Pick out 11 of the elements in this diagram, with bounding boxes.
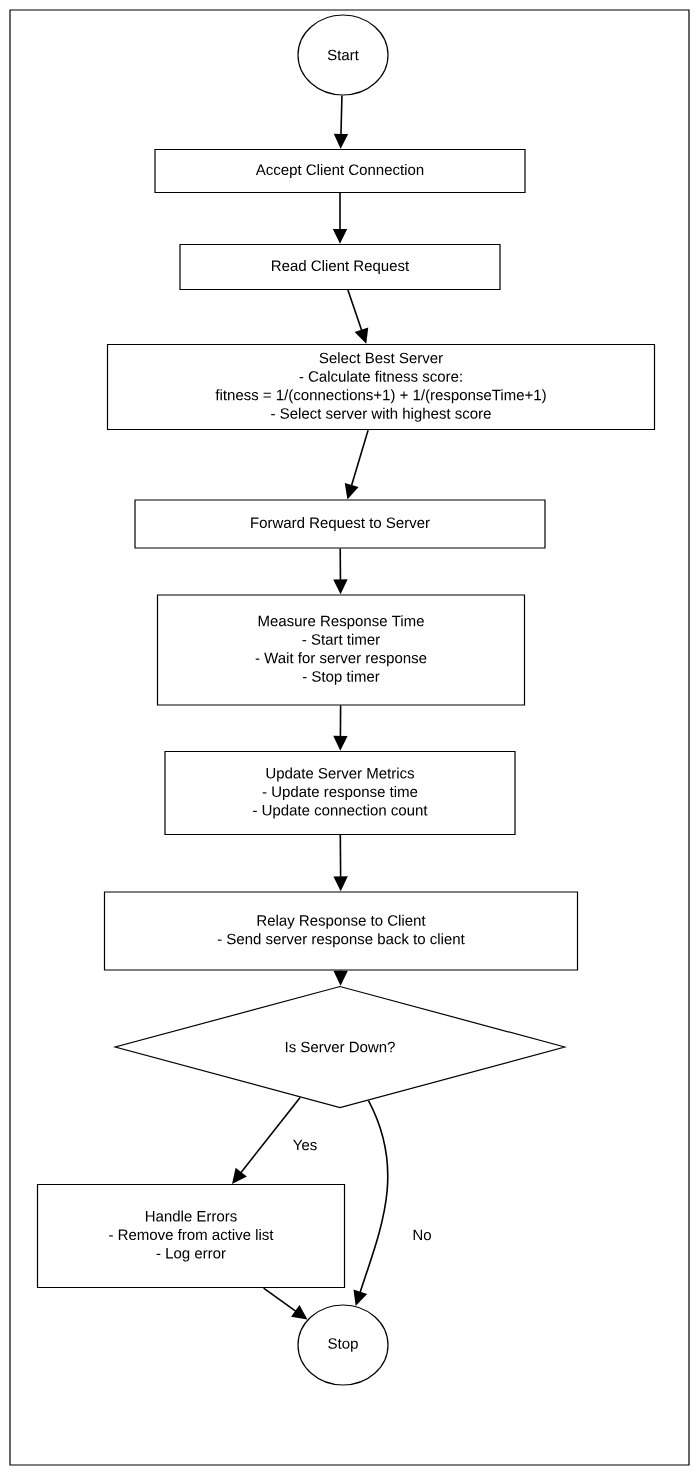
edge-label: Yes bbox=[291, 1138, 319, 1152]
arrow bbox=[232, 1096, 301, 1184]
process-box: Forward Request to Server bbox=[134, 499, 546, 549]
process-box: Relay Response to Client - Send server response back to client bbox=[103, 891, 579, 971]
process-box: Accept Client Connection bbox=[154, 148, 526, 194]
process-box: Handle Errors - Remove from active list - Log error bbox=[36, 1183, 346, 1289]
process-box: Select Best Server - Calculate fitness score: fitness = 1/(connections+1) + 1/(responseTime+1) - Select server with highest score bbox=[106, 343, 656, 431]
process-box: Measure Response Time - Start timer - Wait for server response - Stop timer bbox=[156, 594, 526, 706]
process-box: Update Server Metrics - Update response time - Update connection count bbox=[164, 750, 516, 836]
process-box: Read Client Request bbox=[179, 243, 501, 291]
edge-label: No bbox=[411, 1228, 433, 1242]
